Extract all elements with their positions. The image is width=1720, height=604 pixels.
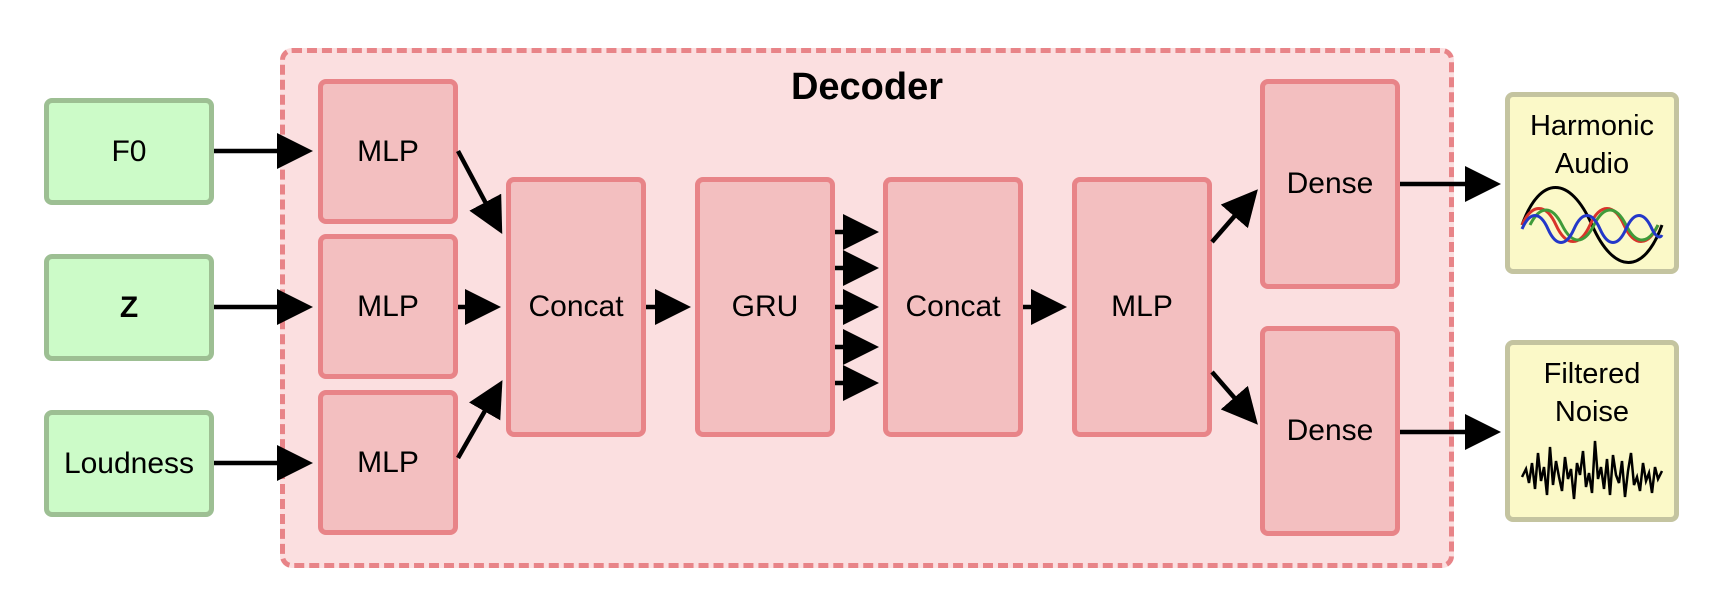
output-filtered-noise: Filtered Noise — [1505, 340, 1679, 522]
output-harmonic-audio: Harmonic Audio — [1505, 92, 1679, 274]
mlp-loudness: MLP — [318, 390, 458, 535]
dense-noise: Dense — [1260, 326, 1400, 536]
decoder-title: Decoder — [790, 66, 944, 108]
gru-layer: GRU — [695, 177, 835, 437]
noise-signal-icon — [1520, 440, 1664, 500]
input-loudness: Loudness — [44, 410, 214, 517]
mlp-z: MLP — [318, 234, 458, 379]
output-noise-line2: Noise — [1554, 396, 1630, 428]
input-f0: F0 — [44, 98, 214, 205]
output-noise-line1: Filtered — [1543, 358, 1641, 390]
sine-waves-icon — [1520, 186, 1664, 264]
output-harmonic-line2: Audio — [1554, 148, 1630, 180]
concat-gru: Concat — [883, 177, 1023, 437]
mlp-f0: MLP — [318, 79, 458, 224]
dense-harmonic: Dense — [1260, 79, 1400, 289]
input-z: Z — [44, 254, 214, 361]
mlp-output: MLP — [1072, 177, 1212, 437]
concat-inputs: Concat — [506, 177, 646, 437]
output-harmonic-line1: Harmonic — [1529, 110, 1655, 142]
